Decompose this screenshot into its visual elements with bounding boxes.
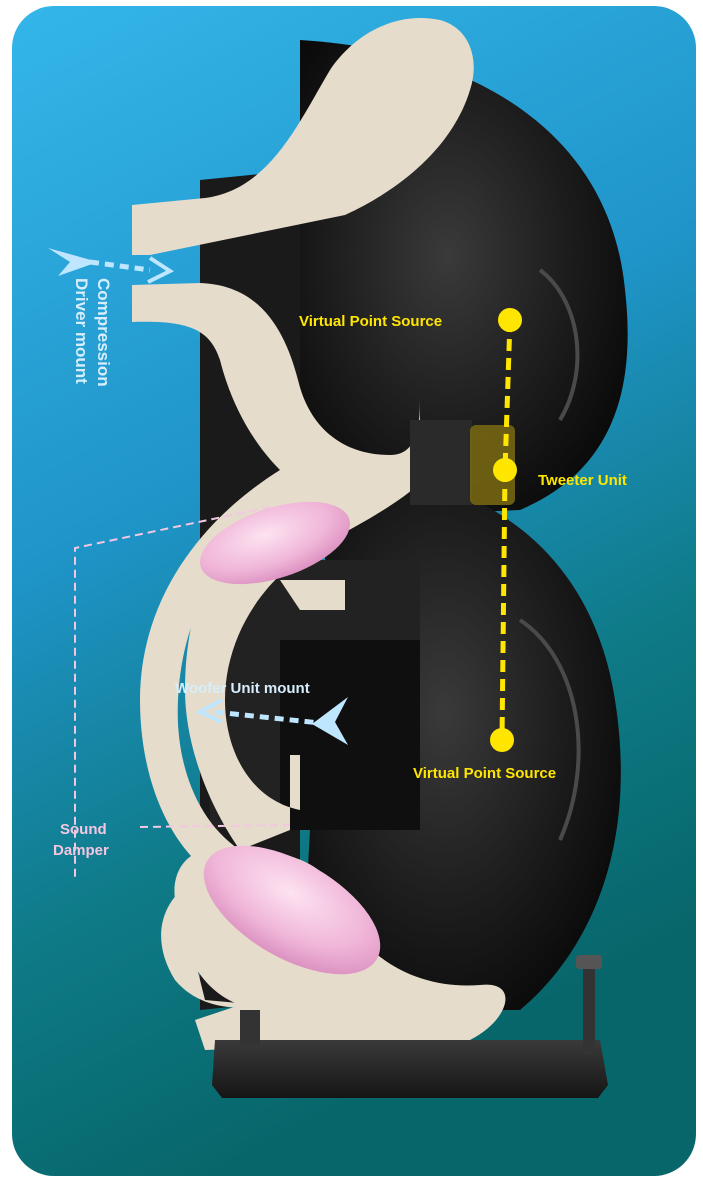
woofer-mount-cavity bbox=[280, 640, 420, 830]
point-source-marker-bottom bbox=[490, 728, 514, 752]
woofer-unit-mount-label: Woofer Unit mount bbox=[175, 680, 310, 697]
sound-damper-label-line1: Sound bbox=[60, 821, 107, 838]
point-source-marker-top bbox=[498, 308, 522, 332]
base-plate bbox=[212, 1040, 608, 1098]
compression-driver-label-line1: Compression bbox=[94, 278, 113, 387]
compression-driver-label-line2: Driver mount bbox=[72, 278, 91, 384]
virtual-point-source-bottom-label: Virtual Point Source bbox=[413, 765, 556, 782]
rear-support bbox=[240, 1010, 260, 1045]
tweeter-block bbox=[410, 420, 472, 505]
virtual-point-source-top-label: Virtual Point Source bbox=[299, 313, 442, 330]
sound-damper-label-line2: Damper bbox=[53, 842, 109, 859]
tweeter-unit-label: Tweeter Unit bbox=[538, 472, 627, 489]
tweeter-marker bbox=[493, 458, 517, 482]
